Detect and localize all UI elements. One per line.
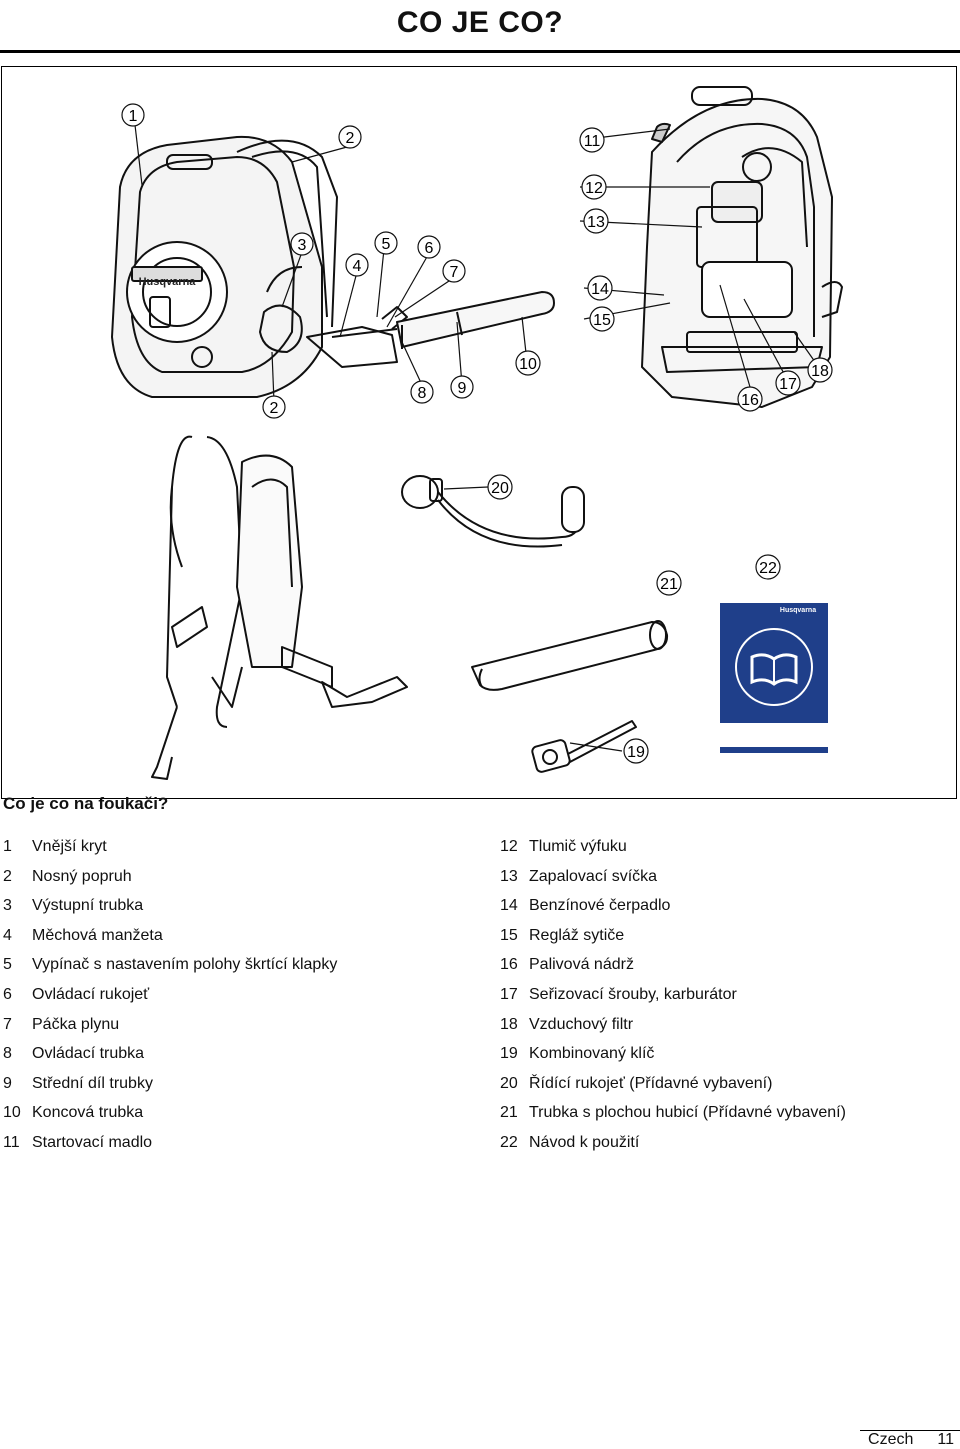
manual-brand-text: Husqvarna	[780, 607, 816, 614]
page-number: 11	[937, 1431, 954, 1448]
callout-2-bottom: 2	[262, 395, 286, 419]
svg-text:4: 4	[353, 258, 362, 275]
svg-text:3: 3	[298, 237, 307, 254]
svg-text:19: 19	[627, 744, 645, 761]
header-divider	[0, 50, 960, 53]
callout-16: 16	[737, 386, 763, 412]
footer-divider	[860, 1430, 960, 1431]
callout-13: 13	[583, 208, 609, 234]
callouts: 1 2 3 4 5 6 7 8 9 10 2 11 12 13 14 15 16…	[121, 103, 833, 764]
callout-21: 21	[656, 570, 682, 596]
callout-12: 12	[581, 174, 607, 200]
blower-brand-text: Husqvarna	[139, 276, 197, 288]
footer-language: Czech	[868, 1431, 914, 1448]
callout-15: 15	[589, 306, 615, 332]
callout-5: 5	[374, 231, 398, 255]
svg-text:18: 18	[811, 363, 829, 380]
svg-text:1: 1	[129, 108, 138, 125]
control-handle-illustration	[401, 475, 585, 548]
callout-4: 4	[345, 253, 369, 277]
operator-manual-illustration: Husqvarna	[720, 603, 828, 753]
callout-10: 10	[515, 350, 541, 376]
svg-text:8: 8	[418, 385, 427, 402]
blower-front-illustration	[111, 135, 555, 398]
parts-illustration: Husqvarna Husqvarna	[1, 66, 957, 799]
callout-20: 20	[487, 474, 513, 500]
flat-nozzle-illustration	[471, 620, 669, 691]
svg-text:2: 2	[270, 400, 279, 417]
svg-text:13: 13	[587, 214, 605, 231]
page-footer: Czech 11	[868, 1431, 954, 1449]
callout-19: 19	[623, 738, 649, 764]
svg-text:22: 22	[759, 560, 777, 577]
callout-3: 3	[290, 232, 314, 256]
callout-7: 7	[442, 259, 466, 283]
svg-text:9: 9	[458, 380, 467, 397]
harness-illustration	[151, 435, 408, 780]
svg-text:2: 2	[346, 130, 355, 147]
svg-text:17: 17	[779, 376, 797, 393]
svg-text:11: 11	[584, 133, 601, 150]
callout-11: 11	[579, 127, 605, 153]
section-heading: Co je co na foukači?	[3, 794, 169, 813]
svg-text:7: 7	[450, 264, 459, 281]
callout-14: 14	[587, 275, 613, 301]
svg-text:6: 6	[425, 240, 434, 257]
svg-text:10: 10	[519, 356, 537, 373]
callout-17: 17	[775, 370, 801, 396]
callout-6: 6	[417, 235, 441, 259]
callout-8: 8	[410, 380, 434, 404]
callout-9: 9	[450, 375, 474, 399]
page-title: CO JE CO?	[396, 6, 564, 39]
svg-text:21: 21	[660, 576, 678, 593]
svg-text:12: 12	[585, 180, 603, 197]
svg-text:5: 5	[382, 236, 391, 253]
combination-wrench-illustration	[531, 720, 637, 773]
callout-22: 22	[755, 554, 781, 580]
svg-text:15: 15	[593, 312, 611, 329]
svg-text:20: 20	[491, 480, 509, 497]
callout-2-top: 2	[338, 125, 362, 149]
blower-diagram: Husqvarna Husqvarna	[111, 86, 843, 780]
svg-text:16: 16	[741, 392, 759, 409]
callout-18: 18	[807, 357, 833, 383]
svg-text:14: 14	[591, 281, 609, 298]
callout-1: 1	[121, 103, 145, 127]
